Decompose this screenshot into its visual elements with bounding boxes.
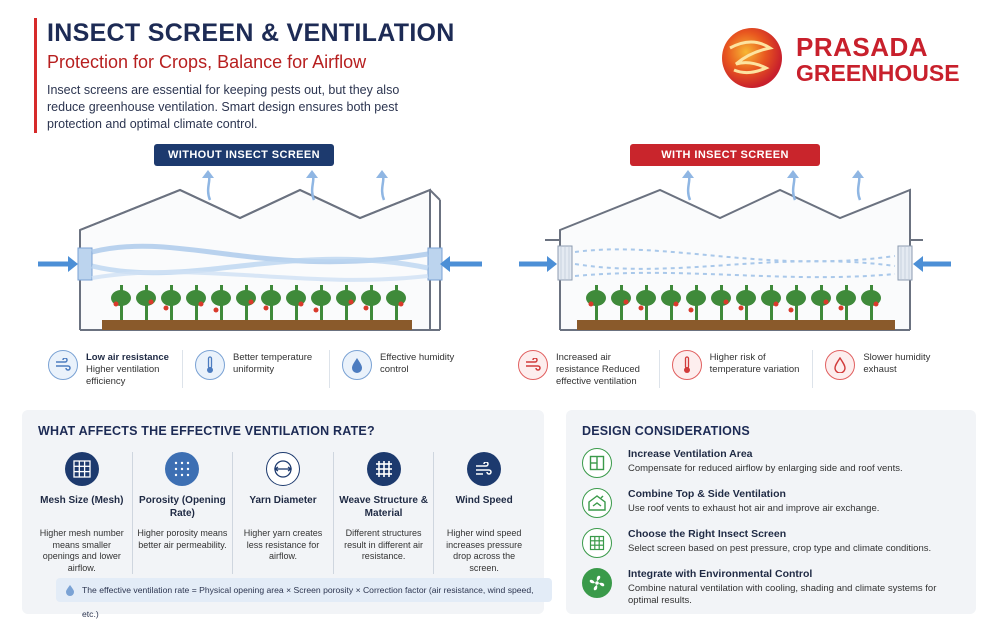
- factor-name: Wind Speed: [455, 495, 513, 506]
- factor-yarn-diameter: Yarn Diameter Higher yarn creates less r…: [233, 452, 334, 574]
- greenhouse-with-screen-illustration: [519, 170, 951, 331]
- factor-name: Mesh Size (Mesh): [40, 495, 124, 506]
- design-item-title: Combine Top & Side Ventilation: [628, 488, 786, 500]
- logo-text-prasada: PRASADA: [796, 32, 929, 62]
- water-drop-icon: [825, 350, 856, 380]
- crop-row: [586, 285, 881, 320]
- factor-name: Porosity (Opening Rate): [139, 495, 226, 519]
- design-item-desc: Compensate for reduced airflow by enlarg…: [628, 463, 903, 474]
- wind-icon: [518, 350, 548, 380]
- fan-icon: [582, 568, 612, 598]
- without-screen-label: WITHOUT INSECT SCREEN: [154, 144, 334, 166]
- factor-desc: Higher mesh number means smaller opening…: [39, 528, 124, 573]
- factor-weave-structure: Weave Structure & Material Different str…: [334, 452, 435, 574]
- effect-desc: Slower humidity exhaust: [863, 352, 931, 375]
- design-item-title: Integrate with Environmental Control: [628, 568, 813, 580]
- factor-name: Weave Structure & Material: [339, 495, 428, 519]
- window-icon: [582, 448, 612, 478]
- effect-title: Low air resistance: [86, 352, 169, 363]
- wind-icon: [467, 452, 502, 486]
- weave-icon: [366, 452, 401, 486]
- logo-text-greenhouse: GREENHOUSE: [796, 60, 960, 86]
- design-title: DESIGN CONSIDERATIONS: [582, 424, 750, 438]
- factor-name: Yarn Diameter: [249, 495, 317, 506]
- formula-box: The effective ventilation rate = Physica…: [56, 578, 552, 619]
- screen-icon: [582, 528, 612, 558]
- factor-wind-speed: Wind Speed Higher wind speed increases p…: [434, 452, 534, 574]
- page-title: INSECT SCREEN & VENTILATION: [47, 19, 455, 47]
- effect-item: Slower humidity exhaust: [825, 350, 966, 388]
- wind-icon: [48, 350, 78, 380]
- factor-desc: Higher porosity means better air permeab…: [137, 528, 228, 550]
- design-item-desc: Select screen based on pest pressure, cr…: [628, 543, 932, 554]
- intro-text: Insect screens are essential for keeping…: [47, 83, 400, 131]
- formula-text: The effective ventilation rate = Physica…: [82, 585, 534, 619]
- design-item-title: Choose the Right Insect Screen: [628, 528, 787, 540]
- factors-list: Mesh Size (Mesh) Higher mesh number mean…: [32, 452, 534, 574]
- greenhouse-without-screen-illustration: [38, 170, 482, 331]
- with-screen-effects: Increased air resistance Reduced effecti…: [518, 350, 978, 388]
- effect-item: Higher risk of temperature variation: [671, 350, 814, 388]
- diameter-icon: [265, 452, 300, 486]
- water-drop-icon: [342, 350, 372, 380]
- thermometer-icon: [195, 350, 225, 380]
- factor-desc: Different structures result in different…: [344, 528, 424, 561]
- effect-item: Effective humidity control: [342, 350, 476, 388]
- greenhouse-icon: [582, 488, 612, 518]
- factor-desc: Higher wind speed increases pressure dro…: [446, 528, 523, 573]
- design-item-desc: Use roof vents to exhaust hot air and im…: [628, 503, 880, 514]
- page-subtitle: Protection for Crops, Balance for Airflo…: [47, 52, 367, 72]
- ventilation-factors-panel: WHAT AFFECTS THE EFFECTIVE VENTILATION R…: [22, 410, 552, 619]
- effect-desc: Better temperature uniformity: [233, 352, 313, 375]
- effect-desc: Increased air resistance Reduced effecti…: [556, 352, 640, 387]
- design-item-title: Increase Ventilation Area: [628, 448, 753, 460]
- header: INSECT SCREEN & VENTILATION Protection f…: [34, 18, 654, 133]
- design-item-desc: Combine natural ventilation with cooling…: [628, 583, 937, 606]
- logo-sun-icon: [722, 28, 782, 88]
- factor-porosity: Porosity (Opening Rate) Higher porosity …: [133, 452, 234, 574]
- effect-item: Better temperature uniformity: [195, 350, 330, 388]
- factor-desc: Higher yarn creates less resistance for …: [243, 528, 323, 561]
- effect-desc: Effective humidity control: [380, 352, 455, 375]
- effect-desc: Higher risk of temperature variation: [709, 352, 800, 375]
- with-screen-label: WITH INSECT SCREEN: [630, 144, 820, 166]
- effect-item: Increased air resistance Reduced effecti…: [518, 350, 660, 388]
- factor-mesh-size: Mesh Size (Mesh) Higher mesh number mean…: [32, 452, 133, 574]
- crop-row: [111, 285, 406, 320]
- dots-icon: [165, 452, 200, 486]
- info-icon: [66, 585, 74, 596]
- factors-title: WHAT AFFECTS THE EFFECTIVE VENTILATION R…: [38, 424, 375, 438]
- design-considerations-panel: DESIGN CONSIDERATIONS Increase Ventilati…: [566, 410, 976, 614]
- effect-desc: Higher ventilation efficiency: [86, 364, 160, 387]
- brand-logo: PRASADA GREENHOUSE: [720, 28, 980, 90]
- grid-icon: [64, 452, 99, 486]
- thermometer-icon: [671, 350, 702, 380]
